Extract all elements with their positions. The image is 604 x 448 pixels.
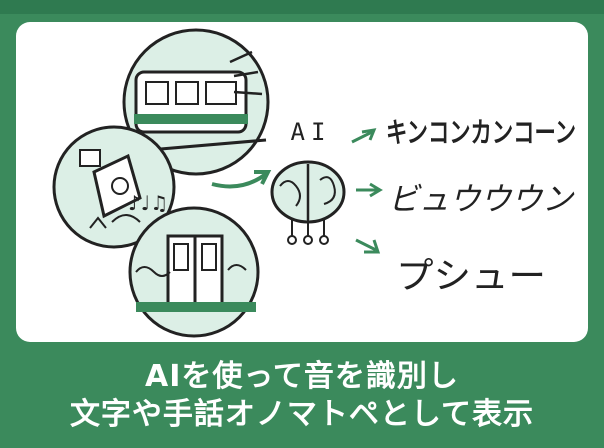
input-arrow bbox=[211, 172, 268, 189]
caption-band: AIを使って音を識別し 文字や手話オノマトペとして表示 bbox=[0, 348, 604, 448]
caption-line-1: AIを使って音を識別し bbox=[145, 359, 459, 394]
ai-label: AI bbox=[291, 118, 332, 146]
illustration-card: ♪♩♫ AI bbox=[16, 22, 588, 342]
sound-text-1: キンコンカンコーン bbox=[386, 116, 576, 149]
output-arrow-3 bbox=[355, 238, 377, 252]
sound-text-3: プシュー bbox=[396, 256, 546, 297]
brain-icon bbox=[270, 160, 346, 245]
sound-text-2: ビュウウウン bbox=[388, 180, 575, 218]
speaker-circle-icon: ♪♩♫ bbox=[52, 125, 176, 249]
caption-line-2: 文字や手話オノマトペとして表示 bbox=[69, 397, 535, 432]
illustration: ♪♩♫ AI bbox=[52, 28, 576, 338]
train-circle-icon bbox=[122, 28, 270, 176]
output-arrow-1 bbox=[351, 130, 373, 144]
music-notes: ♪♩♫ bbox=[128, 191, 168, 215]
page-top-strip bbox=[0, 0, 604, 14]
door-circle-icon bbox=[128, 206, 260, 338]
